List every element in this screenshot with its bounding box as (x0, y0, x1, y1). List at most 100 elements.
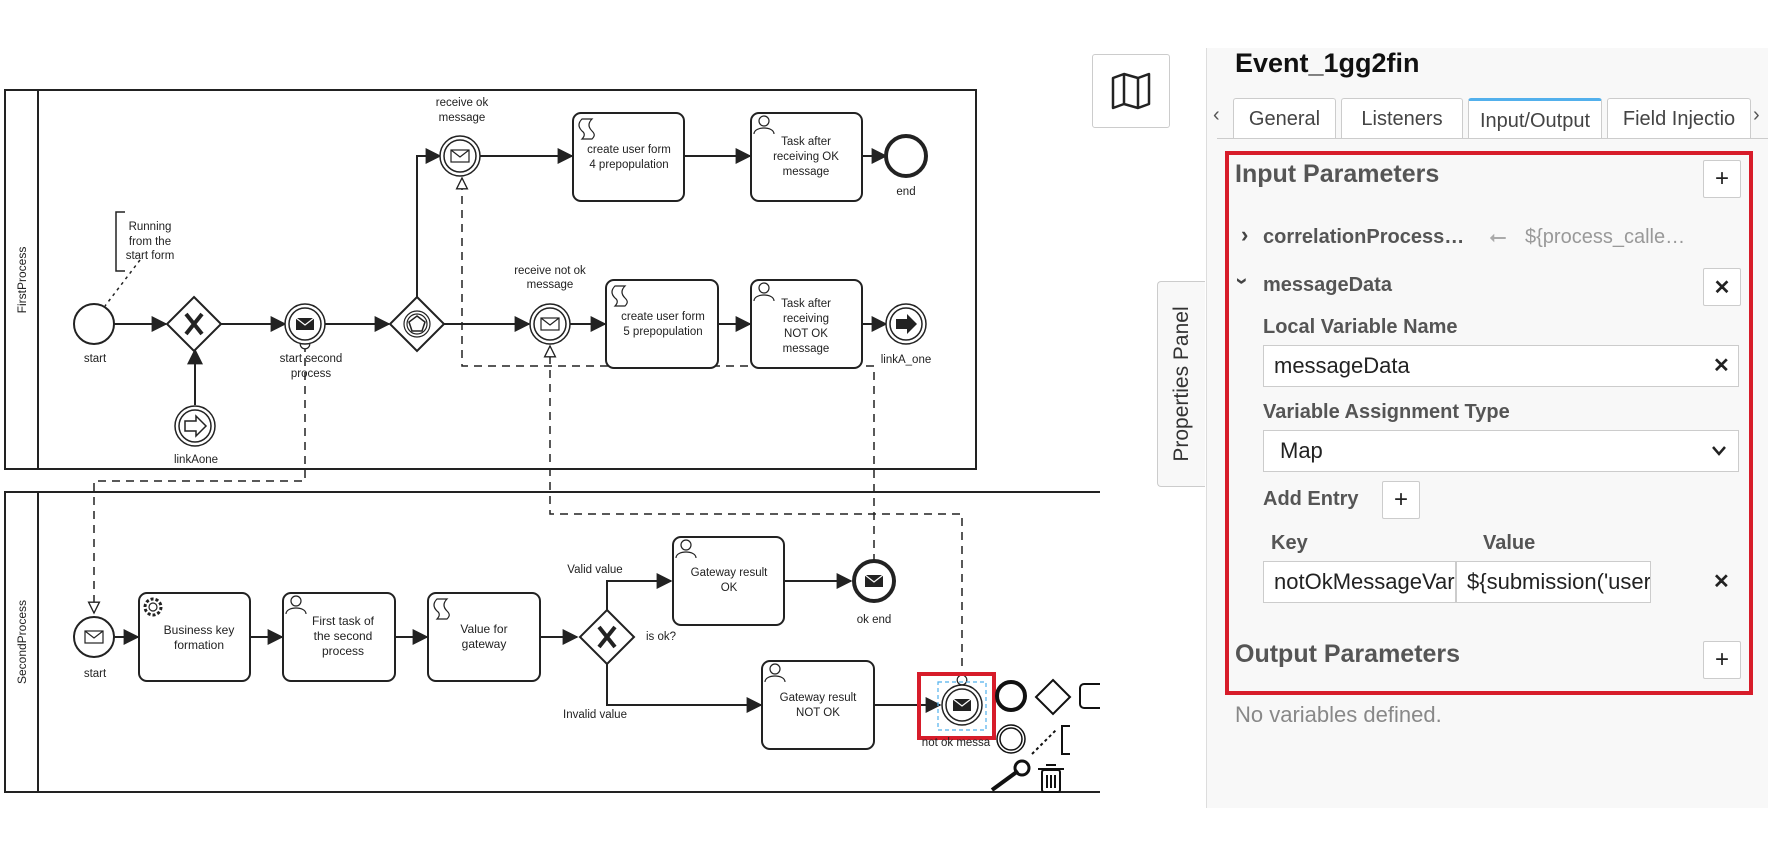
user-task-first-of-second[interactable]: First task of the second process (282, 592, 396, 682)
append-text-annotation-icon[interactable] (1031, 725, 1070, 755)
variable-assignment-type-select[interactable]: Map (1263, 430, 1739, 472)
user-task-after-ok[interactable]: Task after receiving OK message (750, 112, 863, 202)
receive-ok-label-2: message (439, 112, 486, 124)
append-intermediate-event-icon[interactable] (996, 724, 1026, 754)
link-throw-event-linka-one[interactable]: linkA_one (881, 303, 932, 366)
user-icon (758, 115, 770, 127)
link-catch-event-linkaone[interactable]: linkAone (174, 405, 218, 466)
close-icon: ✕ (1713, 276, 1731, 299)
invalid-value-label: Invalid value (563, 709, 627, 721)
start-event-first[interactable]: start (73, 303, 115, 365)
remove-parameter-button[interactable]: ✕ (1703, 268, 1741, 306)
plus-icon: + (1714, 165, 1729, 192)
first-task-line-2: the second (314, 629, 373, 643)
pentagon-icon (408, 315, 426, 332)
service-task-business-key[interactable]: Business key formation (138, 592, 251, 682)
sequence-flows (114, 148, 942, 713)
add-output-parameter-button[interactable]: + (1703, 641, 1741, 679)
param-value: ${process_calle… (1525, 226, 1686, 248)
gw-ok-line-1: Gateway result (691, 567, 769, 579)
create4-line-2: 4 prepopulation (589, 159, 668, 171)
properties-panel-toggle[interactable]: Properties Panel (1157, 281, 1205, 487)
clear-local-variable-icon[interactable]: ✕ (1713, 355, 1730, 377)
create4-line-1: create user form (587, 144, 671, 156)
business-line-2: formation (174, 638, 224, 652)
text-annotation[interactable]: Running from the start form (115, 211, 174, 272)
arrow-left-icon: ⭠ (1489, 224, 1507, 249)
create5-line-1: create user form (621, 311, 705, 323)
plus-icon: + (1714, 646, 1729, 673)
message-throw-event-start-second[interactable]: start second process (280, 303, 343, 380)
map-icon (1111, 72, 1151, 110)
script-task-create-form-5[interactable]: create user form 5 prepopulation (605, 279, 719, 369)
user-icon (680, 539, 692, 551)
script-task-create-form-4[interactable]: create user form 4 prepopulation (572, 112, 685, 202)
message-catch-receive-not-ok[interactable]: receive not ok message (514, 265, 586, 345)
message-start-event-second[interactable]: start (73, 616, 115, 680)
chevron-right-icon[interactable]: › (1753, 104, 1760, 126)
minimap-toggle[interactable] (1092, 54, 1170, 128)
gw-ok-line-2: OK (721, 582, 738, 594)
gw-notok-line-2: NOT OK (796, 707, 840, 719)
param-name: messageData (1263, 274, 1392, 296)
chevron-down-icon: › (1230, 277, 1256, 285)
input-parameters-highlight (1225, 151, 1753, 695)
gw-notok-line-1: Gateway result (780, 692, 858, 704)
linka-one-label: linkA_one (881, 354, 932, 366)
receive-not-ok-label-2: message (527, 279, 574, 291)
message-end-event-ok[interactable]: ok end (852, 559, 896, 626)
annotation-line-1: Running (129, 221, 172, 233)
context-pad[interactable] (990, 678, 1100, 793)
append-end-event-icon[interactable] (995, 680, 1027, 712)
exclusive-gateway-1[interactable] (165, 295, 223, 353)
chevron-right-icon: › (1241, 222, 1249, 247)
trash-icon[interactable] (1038, 764, 1064, 793)
entry-key-input[interactable]: notOkMessageVar (1263, 561, 1456, 603)
value-column-header: Value (1483, 532, 1536, 554)
end-event[interactable]: end (884, 134, 928, 198)
start-second-label-1: start second (280, 353, 343, 365)
tab-input-output[interactable]: Input/Output (1468, 98, 1602, 138)
param-row-messagedata[interactable]: › messageData (1231, 272, 1741, 302)
bpmn-canvas[interactable]: FirstProcess SecondProcess (0, 0, 1100, 844)
tab-listeners[interactable]: Listeners (1341, 98, 1463, 138)
receive-ok-label-1: receive ok (436, 97, 489, 109)
script-icon (611, 285, 628, 307)
input-parameters-heading: Input Parameters (1235, 160, 1440, 188)
event-based-gateway[interactable] (388, 295, 446, 353)
task-ok-line-2: receiving OK (773, 151, 839, 163)
tab-field-injections[interactable]: Field Injectio (1607, 98, 1751, 138)
user-task-after-not-ok[interactable]: Task after receiving NOT OK message (750, 279, 863, 369)
script-icon (433, 598, 450, 620)
not-ok-message-label: not ok messa (922, 737, 991, 749)
selected-message-event-not-ok[interactable]: not ok messa (917, 672, 996, 749)
entry-value-input[interactable]: ${submission('user (1456, 561, 1651, 603)
param-row-correlation[interactable]: › correlationProcess… ⭠ ${process_calle… (1241, 222, 1741, 254)
append-gateway-icon[interactable] (1034, 678, 1072, 716)
append-task-icon[interactable] (1079, 683, 1100, 709)
assignment-type-value: Map (1280, 438, 1323, 463)
script-task-value-for-gateway[interactable]: Value for gateway (427, 592, 541, 682)
start-label: start (84, 353, 107, 365)
message-catch-receive-ok[interactable]: receive ok message (436, 97, 489, 177)
local-variable-name-input[interactable]: messageData (1263, 345, 1739, 387)
chevron-left-icon[interactable]: ‹ (1213, 104, 1220, 126)
variable-assignment-type-label: Variable Assignment Type (1263, 401, 1510, 423)
task-ok-line-3: message (783, 166, 830, 178)
output-parameters-heading: Output Parameters (1235, 640, 1461, 668)
exclusive-gateway-is-ok[interactable]: is ok? Valid value Invalid value (563, 564, 676, 721)
task-notok-line-1: Task after (781, 298, 831, 310)
user-task-gateway-result-ok[interactable]: Gateway result OK (672, 536, 785, 626)
local-variable-name-label: Local Variable Name (1263, 316, 1458, 338)
user-icon (758, 282, 770, 294)
tab-general[interactable]: General (1233, 98, 1336, 138)
user-task-gateway-result-not-ok[interactable]: Gateway result NOT OK (761, 660, 875, 750)
remove-entry-icon[interactable]: ✕ (1713, 571, 1730, 593)
element-id-title: Event_1gg2fin (1235, 48, 1420, 78)
pool-label-first: FirstProcess (15, 247, 29, 314)
script-icon (578, 118, 595, 140)
start-second-label-2: process (291, 368, 332, 380)
add-input-parameter-button[interactable]: + (1703, 160, 1741, 198)
add-entry-button[interactable]: + (1382, 481, 1420, 519)
wrench-icon[interactable] (990, 759, 1031, 792)
